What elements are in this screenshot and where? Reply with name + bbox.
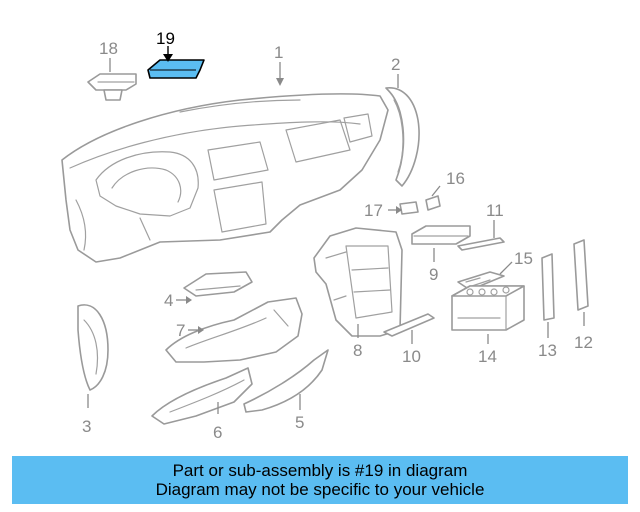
part-19-highlighted[interactable] xyxy=(147,59,205,79)
arrow-7 xyxy=(198,326,204,334)
part-10[interactable] xyxy=(383,313,435,337)
part-14[interactable] xyxy=(451,285,525,331)
arrow-19 xyxy=(163,54,173,62)
callout-3[interactable]: 3 xyxy=(82,417,91,436)
part-6[interactable] xyxy=(151,367,253,425)
arrow-17 xyxy=(396,206,402,214)
banner-line-1: Part or sub-assembly is #19 in diagram xyxy=(172,461,468,480)
info-banner: Part or sub-assembly is #19 in diagram D… xyxy=(12,456,628,504)
part-16[interactable] xyxy=(425,195,441,211)
part-17[interactable] xyxy=(399,201,419,215)
callout-10[interactable]: 10 xyxy=(402,347,421,366)
part-1-instrument-panel[interactable] xyxy=(61,93,389,263)
callout-6[interactable]: 6 xyxy=(213,423,222,442)
part-7[interactable] xyxy=(165,297,303,363)
callout-7[interactable]: 7 xyxy=(176,321,185,340)
part-9[interactable] xyxy=(411,225,471,245)
callout-13[interactable]: 13 xyxy=(538,341,557,360)
leader-15 xyxy=(499,261,513,275)
part-4[interactable] xyxy=(183,271,253,297)
part-3[interactable] xyxy=(77,304,109,391)
arrow-1 xyxy=(276,78,284,86)
callout-4[interactable]: 4 xyxy=(164,291,173,310)
callout-11[interactable]: 11 xyxy=(486,201,504,220)
callout-14[interactable]: 14 xyxy=(478,347,497,366)
callout-1[interactable]: 1 xyxy=(274,43,283,62)
part-18[interactable] xyxy=(87,73,137,101)
part-5[interactable] xyxy=(243,349,329,413)
callout-18[interactable]: 18 xyxy=(99,39,118,58)
part-8[interactable] xyxy=(313,227,403,337)
callout-5[interactable]: 5 xyxy=(295,413,304,432)
arrow-4 xyxy=(186,296,192,304)
callout-2[interactable]: 2 xyxy=(391,55,400,74)
callout-8[interactable]: 8 xyxy=(353,341,362,360)
parts-diagram: 19 18 1 2 16 17 xyxy=(61,29,593,442)
part-13[interactable] xyxy=(541,253,555,321)
callout-9[interactable]: 9 xyxy=(429,265,438,284)
part-12[interactable] xyxy=(573,239,589,311)
callout-15[interactable]: 15 xyxy=(514,249,533,268)
callout-19[interactable]: 19 xyxy=(156,29,175,48)
leader-16 xyxy=(431,185,441,197)
callout-16[interactable]: 16 xyxy=(446,169,465,188)
callout-12[interactable]: 12 xyxy=(574,333,593,352)
part-11[interactable] xyxy=(457,237,505,251)
part-2[interactable] xyxy=(385,87,420,187)
banner-line-2: Diagram may not be specific to your vehi… xyxy=(155,480,485,499)
callout-17[interactable]: 17 xyxy=(364,201,383,220)
